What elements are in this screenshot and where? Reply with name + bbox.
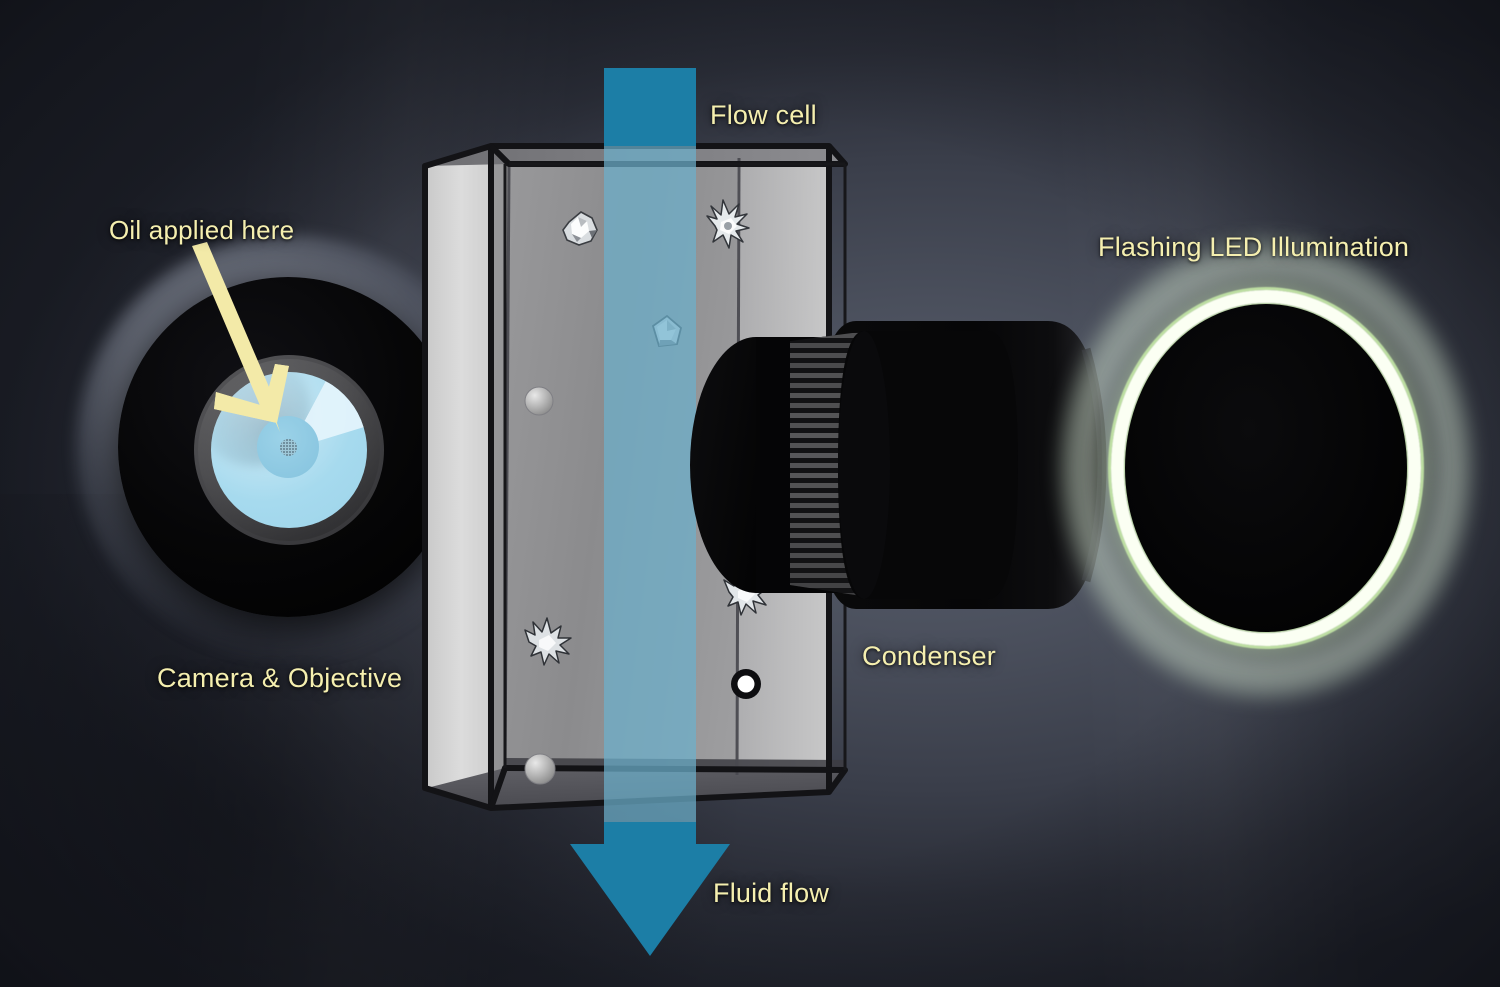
label-fluid-flow: Fluid flow (713, 878, 830, 908)
led-face (1125, 304, 1407, 632)
label-flashing-led-illumination: Flashing LED Illumination (1098, 232, 1410, 262)
fluid-stream (570, 0, 730, 987)
particle-fibrous-aggregate (706, 199, 750, 249)
particle-fibrous-aggregate (524, 617, 572, 666)
flow-cell-glass-left-panel (425, 146, 491, 808)
particle-crystal-cluster (562, 211, 598, 246)
objective-lens-aperture-dot (279, 438, 297, 456)
condenser-mid-barrel (838, 331, 1018, 599)
fluid-flow-arrow (566, 822, 734, 958)
fluid-stream-inlet (604, 68, 696, 146)
flow-cell (405, 120, 865, 835)
oil-applied-arrow (180, 240, 320, 450)
label-oil-applied-here: Oil applied here (109, 215, 295, 245)
label-condenser: Condenser (862, 641, 996, 671)
led-illumination (1059, 237, 1473, 699)
condenser (688, 305, 1108, 625)
label-camera-objective: Camera & Objective (157, 663, 403, 693)
particle-sphere (524, 386, 554, 416)
label-flow-cell: Flow cell (710, 100, 817, 130)
particle-sphere (524, 753, 556, 785)
oil-arrow-glyph (192, 242, 289, 432)
fluid-stream-in-cell (604, 146, 696, 832)
particle-bubble (731, 669, 761, 699)
